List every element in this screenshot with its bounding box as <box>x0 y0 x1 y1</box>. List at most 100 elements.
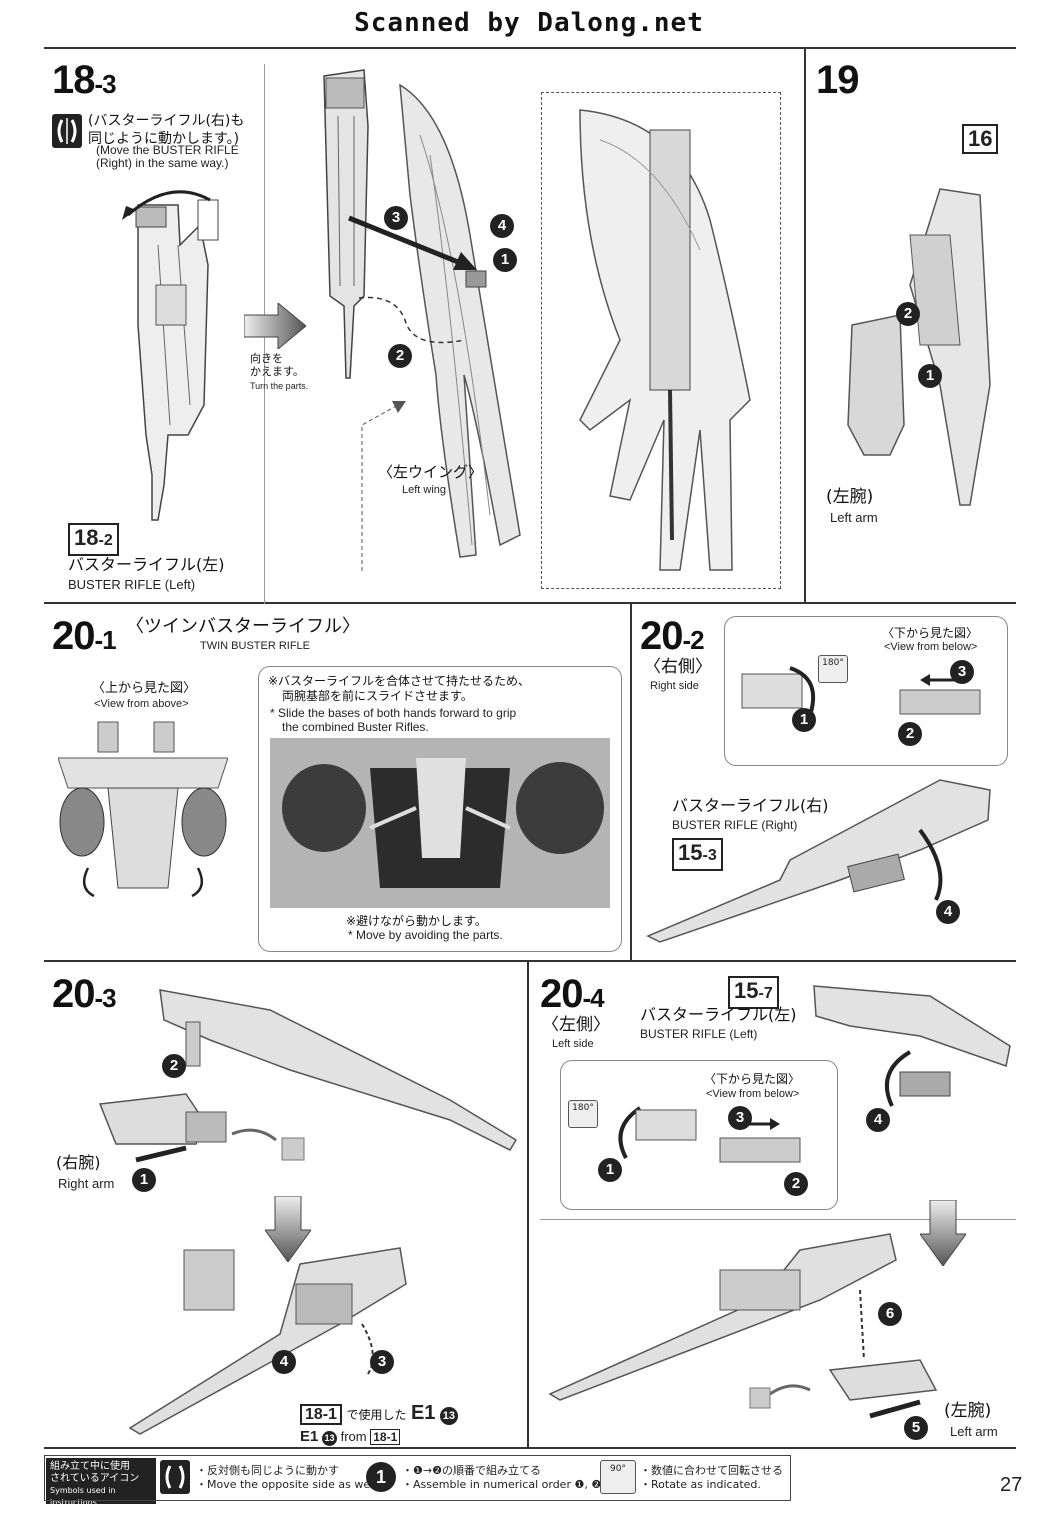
callout-dashed-arrow <box>361 401 406 571</box>
badge-5-20-4: 5 <box>904 1416 928 1440</box>
badge-1-19: 1 <box>918 364 942 388</box>
curved-arrow-rotate <box>122 190 211 220</box>
step-number-20-2: 20-2 <box>640 614 705 658</box>
rifle-drawing-20-4 <box>813 985 1011 1107</box>
rifle-right-en: BUSTER RIFLE (Right) <box>672 818 798 832</box>
assembled-rifle-20-4 <box>548 1233 938 1419</box>
right-side-en: Right side <box>650 680 699 692</box>
badge-1-18-3: 1 <box>493 248 517 272</box>
right-arm-jp: (右腕) <box>56 1153 101 1172</box>
rifle-drawing-20-3 <box>159 989 518 1151</box>
wing-detail-drawing <box>579 109 751 571</box>
left-arm-en-19: Left arm <box>830 510 878 525</box>
turn-parts-en: Turn the parts. <box>250 381 309 391</box>
legend-rotate-icon: 90° <box>600 1460 636 1494</box>
note-jp-18-3: (バスターライフル(右)も同じように動かします。) <box>88 113 245 147</box>
legend-item-rotate: ・数値に合わせて回転させる ・Rotate as indicated. <box>640 1464 783 1491</box>
ref-box-15-3: 15-3 <box>672 838 723 871</box>
next-arrow-icon <box>244 303 306 349</box>
dashed-guide-line <box>358 296 466 344</box>
badge-2-20-2: 2 <box>898 722 922 746</box>
view-above-en: <View from above> <box>94 698 189 710</box>
left-wing-jp: 〈左ウイング〉 <box>378 463 484 481</box>
part-num-badge-en: 13 <box>321 1431 337 1446</box>
frame-sep-20-4 <box>540 1219 1016 1220</box>
legend-mirror-icon <box>160 1460 190 1494</box>
badge-1-20-4: 1 <box>598 1158 622 1182</box>
right-arm-en: Right arm <box>58 1176 115 1191</box>
badge-4-20-4: 4 <box>866 1108 890 1132</box>
slide-note-en: * Slide the bases of both hands forward … <box>270 706 517 734</box>
enlarged-detail-frame <box>541 92 781 589</box>
note-en-18-3: (Move the BUSTER RIFLE(Right) in the sam… <box>96 143 239 170</box>
badge-2-20-4: 2 <box>784 1172 808 1196</box>
left-arm-jp-20-4: (左腕) <box>944 1401 992 1421</box>
left-wing-drawing <box>399 83 521 558</box>
left-side-en: Left side <box>552 1038 594 1050</box>
badge-6-20-4: 6 <box>878 1302 902 1326</box>
legend-border <box>44 1455 791 1501</box>
assembled-rifle-20-3 <box>128 1247 407 1435</box>
part-num-badge: 13 <box>439 1407 458 1425</box>
part-e1-en: E1 <box>300 1428 319 1445</box>
rifle-right-drawing <box>646 779 991 943</box>
badge-3-20-4: 3 <box>728 1106 752 1130</box>
rifle-right-jp: バスターライフル(右) <box>672 796 829 815</box>
ref-box-18-2: 18-2 <box>68 523 119 556</box>
frame-vert-20-2 <box>630 604 632 960</box>
legend-label-box: 組み立て中に使用 されているアイコン Symbols used in instr… <box>46 1458 156 1507</box>
torso-top-view-drawing <box>58 721 228 898</box>
left-wing-en: Left wing <box>402 484 447 496</box>
badge-1-20-3: 1 <box>132 1168 156 1192</box>
ref-line-20-3: 18-1 で使用した E1 13 <box>300 1402 458 1425</box>
rifle-vertical-drawing <box>323 69 369 379</box>
mirror-icon <box>52 114 82 148</box>
step-number-20-3: 20-3 <box>52 972 117 1016</box>
left-side-jp: 〈左側〉 <box>542 1015 610 1035</box>
step-number-19: 19 <box>816 58 859 102</box>
frame-row2-bottom <box>44 960 1016 962</box>
right-arm-drawing-20-3 <box>98 1093 305 1163</box>
badge-4-18-3: 4 <box>490 214 514 238</box>
rifle-left-jp: バスターライフル(左) <box>68 555 225 574</box>
scanner-watermark: Scanned by Dalong.net <box>354 8 704 38</box>
frame-vert-19 <box>804 48 806 602</box>
attach-arrow <box>348 215 477 270</box>
frame-row1-bottom <box>44 602 1016 604</box>
badge-2-19: 2 <box>896 302 920 326</box>
badge-2-20-3: 2 <box>162 1054 186 1078</box>
used-in-jp: で使用した <box>346 1408 407 1422</box>
rotate-180-icon-20-4: 180° <box>568 1100 598 1128</box>
legend-item-order: ・❶→❷の順番で組み立てる ・Assemble in numerical ord… <box>402 1464 612 1491</box>
from-en: from <box>340 1429 367 1444</box>
down-arrow-20-3 <box>265 1196 311 1262</box>
view-below-jp-20-4: 〈下から見た図〉 <box>704 1072 801 1086</box>
frame-top <box>44 47 1016 49</box>
view-below-en-20-2: <View from below> <box>884 641 978 653</box>
step-number-18-3: 18-3 <box>52 58 117 102</box>
left-arm-en-20-4: Left arm <box>950 1424 998 1439</box>
ref-box-15-7: 15-7 <box>728 976 779 1009</box>
ref-box-16: 16 <box>962 124 999 154</box>
badge-1-20-2: 1 <box>792 708 816 732</box>
buster-rifle-left-drawing <box>135 199 219 521</box>
ref-box-18-1: 18-1 <box>300 1404 343 1425</box>
ref-line-en-20-3: E1 13 from 18-1 <box>300 1428 401 1446</box>
badge-3-20-2: 3 <box>950 660 974 684</box>
frame-vert-20-4 <box>527 962 529 1447</box>
step-number-20-1: 20-1 <box>52 614 117 658</box>
view-above-jp: 〈上から見た図〉 <box>92 681 197 696</box>
badge-4-20-2: 4 <box>936 900 960 924</box>
avoid-note-en: * Move by avoiding the parts. <box>348 928 503 942</box>
view-below-en-20-4: <View from below> <box>706 1088 800 1100</box>
avoid-note-jp: ※避けながら動かします。 <box>346 914 487 928</box>
legend-item-mirror: ・反対側も同じように動かす ・Move the opposite side as… <box>196 1464 380 1491</box>
down-arrow-20-4 <box>920 1200 966 1266</box>
part-e1: E1 <box>410 1402 436 1424</box>
rifle-left-en: BUSTER RIFLE (Left) <box>68 577 196 592</box>
badge-3-18-3: 3 <box>384 206 408 230</box>
arm-part-detail-20-4 <box>618 1106 801 1163</box>
left-arm-wing-drawing <box>847 188 991 506</box>
rifle-left-jp-20-4: バスターライフル(左) <box>640 1005 797 1024</box>
twin-buster-title-en: TWIN BUSTER RIFLE <box>200 640 311 652</box>
